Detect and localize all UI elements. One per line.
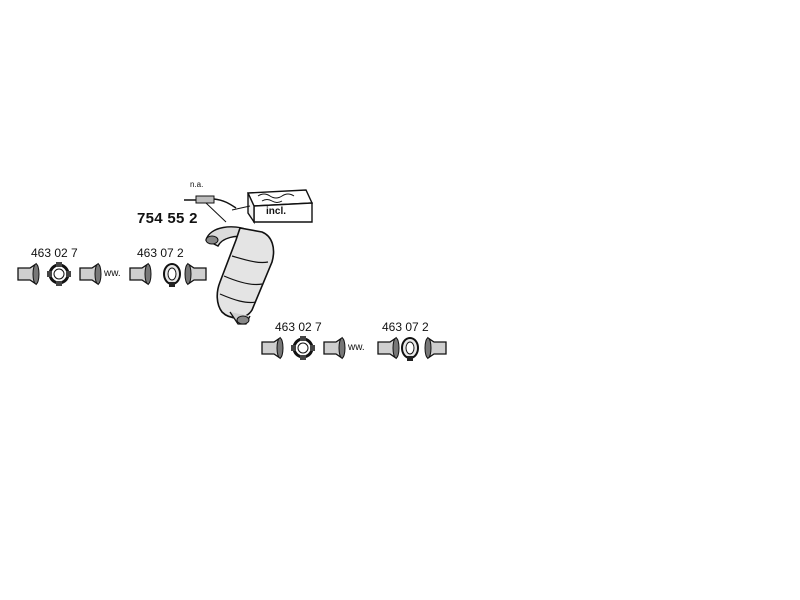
- lower-pipe-marker: ww.: [348, 342, 365, 353]
- kit-label: incl.: [264, 206, 289, 217]
- lower-clamp-part-number: 463 02 7: [275, 320, 322, 334]
- mounting-kit-box: [231, 189, 314, 225]
- upper-clamp-part-number: 463 02 7: [31, 246, 78, 260]
- lambda-sensor: [184, 195, 237, 223]
- upper-ring-part-number: 463 07 2: [137, 246, 184, 260]
- lower-ring-part-number: 463 07 2: [382, 320, 429, 334]
- main-part-number: 754 55 2: [137, 210, 198, 227]
- sensor-label: n.a.: [190, 180, 204, 189]
- catalytic-converter: [205, 226, 275, 325]
- upper-pipe-marker: ww.: [104, 268, 121, 279]
